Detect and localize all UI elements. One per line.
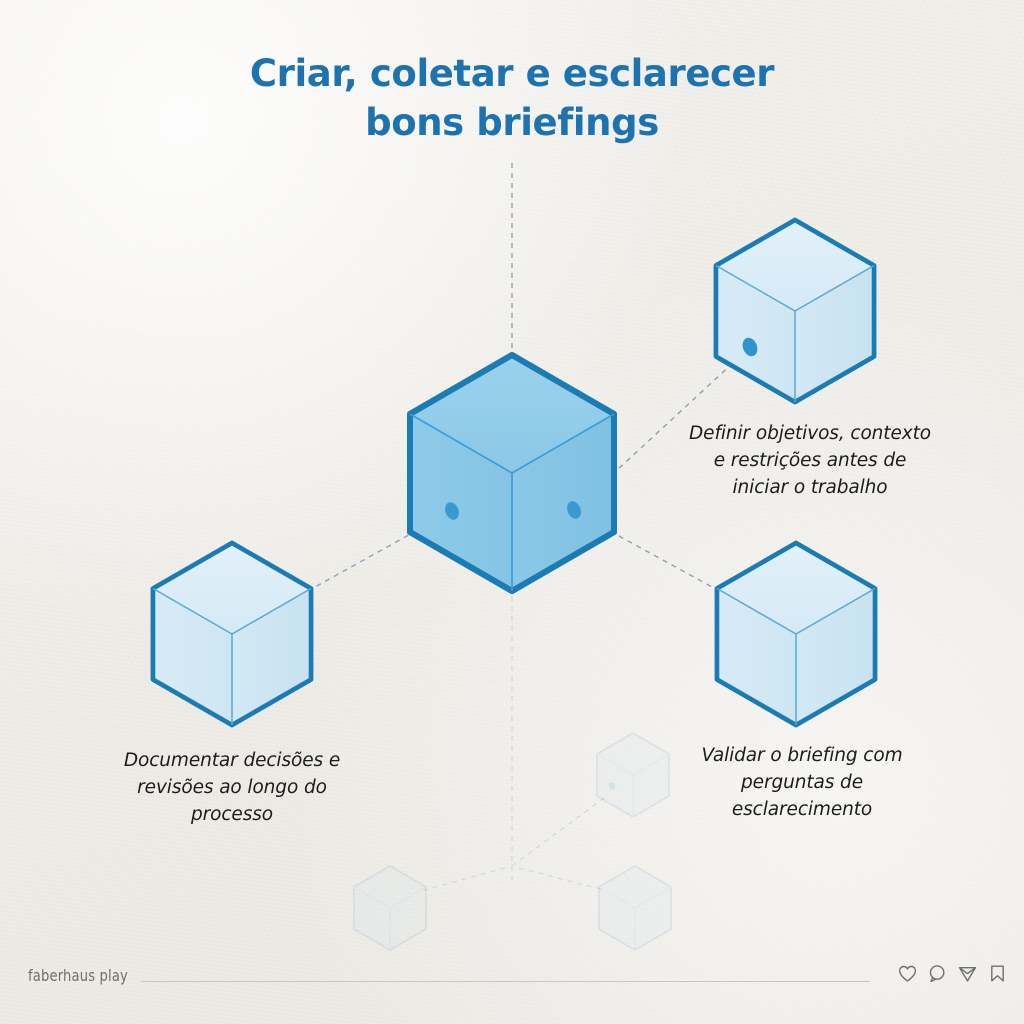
node-cube-bottom-left[interactable]: [150, 540, 314, 728]
page-title-line-1: Criar, coletar e esclarecer: [249, 52, 775, 95]
ghost-connector-group: [423, 596, 609, 891]
bookmark-icon[interactable]: [987, 963, 1008, 984]
ghost-connector-hub-to-mid: [511, 794, 609, 867]
node-caption-top-right: Definir objetivos, contexto e restrições…: [665, 420, 955, 501]
ghost-connector-hub-to-left: [423, 867, 506, 891]
send-icon[interactable]: [957, 963, 978, 984]
caption-line: e restrições antes de: [713, 450, 907, 471]
brand-logo: faberhaus play: [28, 966, 128, 985]
ghost-connector-hub-to-right: [518, 867, 605, 891]
ghost-cube-right: [598, 865, 672, 951]
node-caption-bottom-right: Validar o briefing com perguntas de escl…: [668, 742, 936, 823]
page-title: Criar, coletar e esclarecer bons briefin…: [0, 50, 1024, 148]
caption-line: Documentar decisões e: [123, 750, 341, 771]
connector-hub-to-bottom-right: [574, 511, 715, 589]
caption-line: perguntas de: [741, 772, 863, 793]
ghost-cube-mid: [596, 732, 670, 818]
caption-line: Definir objetivos, contexto: [689, 423, 931, 444]
node-cube-bottom-right[interactable]: [714, 540, 878, 728]
page-title-line-2: bons briefings: [365, 100, 659, 144]
caption-line: Validar o briefing com: [701, 745, 903, 766]
caption-line: processo: [190, 804, 274, 825]
central-cube[interactable]: [407, 352, 617, 594]
comment-icon[interactable]: [927, 963, 948, 984]
connector-group: [314, 163, 749, 589]
node-connector-dot-top-right: [742, 337, 758, 357]
footer-icon-bar: [897, 963, 1008, 984]
hub-connector-dot-right: [567, 501, 581, 519]
caption-line: revisões ao longo do: [137, 777, 327, 798]
footer-divider: [141, 981, 870, 982]
ghost-cube-left: [353, 865, 427, 951]
heart-icon[interactable]: [897, 963, 918, 984]
caption-line: esclarecimento: [731, 799, 873, 820]
node-cube-top-right[interactable]: [713, 217, 877, 405]
connector-hub-to-bottom-left: [314, 510, 453, 588]
hub-connector-dot-left: [445, 502, 459, 520]
node-caption-bottom-left: Documentar decisões e revisões ao longo …: [98, 747, 366, 828]
caption-line: iniciar o trabalho: [732, 477, 888, 498]
